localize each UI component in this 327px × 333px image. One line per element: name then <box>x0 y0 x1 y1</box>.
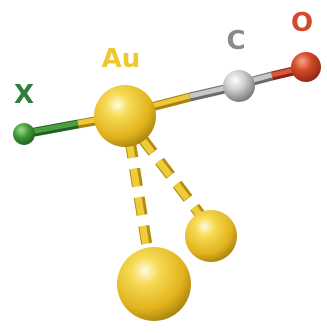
label-o: O <box>291 8 313 38</box>
atom-au-lower-right <box>185 210 237 262</box>
atom-o <box>291 52 321 82</box>
atom-au-central <box>94 85 156 147</box>
label-au: Au <box>102 44 141 74</box>
atom-x <box>13 123 35 145</box>
atom-c <box>223 70 255 102</box>
label-c: C <box>226 26 245 56</box>
atom-au-bottom <box>117 247 191 321</box>
dashed-bond-right <box>137 134 211 226</box>
dashed-bond-lower <box>124 139 154 253</box>
label-x: X <box>14 80 34 110</box>
